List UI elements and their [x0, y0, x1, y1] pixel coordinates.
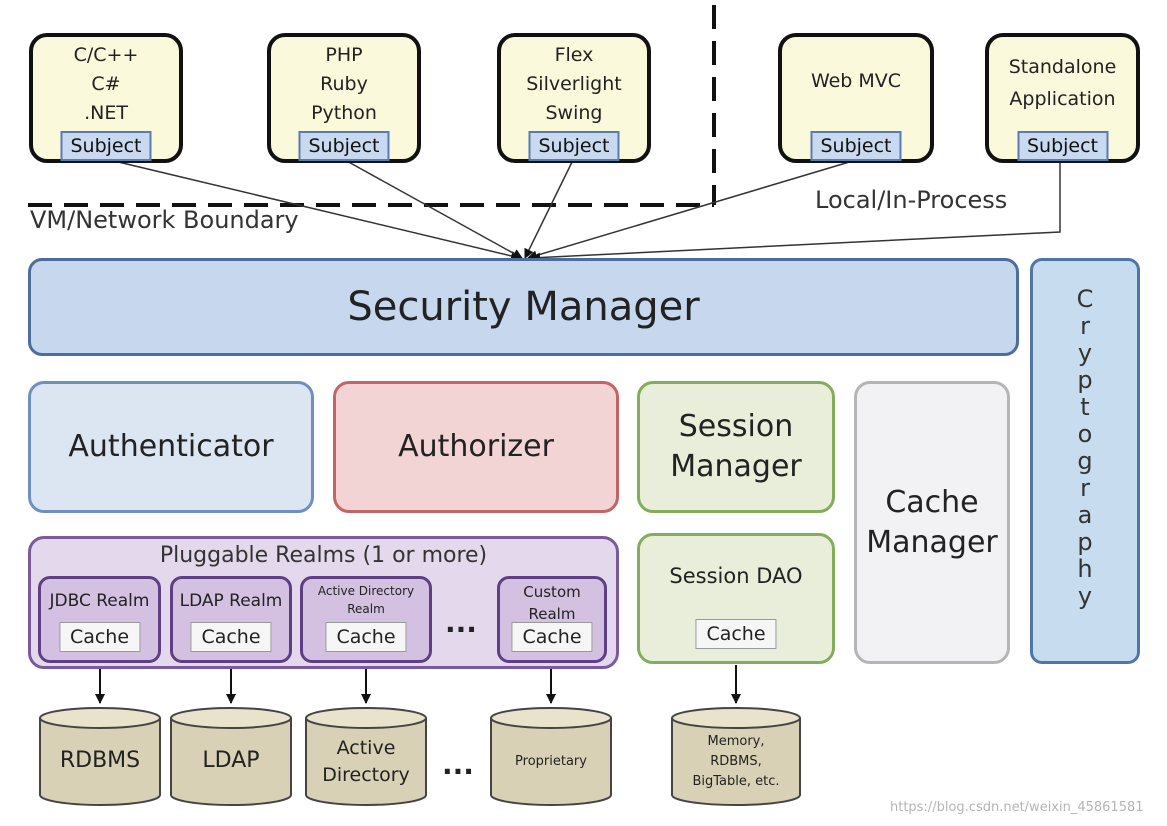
db-ldap-cylinder: [170, 707, 292, 806]
line-subject-5: [530, 160, 1061, 263]
cache-manager-label: Manager: [866, 524, 998, 560]
realm-name: Custom Realm: [523, 583, 581, 623]
authorizer: Authorizer: [333, 381, 619, 513]
client-line: Ruby: [320, 73, 368, 95]
cache-manager-label: Cache: [885, 484, 979, 520]
crypto-letter: C: [1076, 285, 1094, 313]
authenticator: Authenticator: [28, 381, 314, 513]
client-line: Python: [311, 102, 377, 124]
subject-box: Subject: [60, 131, 152, 161]
session-dao-label: Session DAO: [669, 564, 803, 588]
realm-cache: Cache: [58, 622, 141, 652]
realm-cache: Cache: [511, 622, 593, 652]
subject-box: Subject: [1016, 131, 1109, 161]
db-rdbms-cylinder: [39, 707, 161, 806]
subject-box: Subject: [298, 131, 390, 161]
db-rdbms: RDBMS: [40, 710, 160, 805]
client-flex: Flex Silverlight Swing Subject: [497, 33, 651, 163]
client-line: Web MVC: [810, 70, 902, 92]
crypto-letter: a: [1077, 501, 1093, 529]
security-manager-label: Security Manager: [347, 284, 700, 330]
line-subject-2: [344, 159, 523, 259]
db-label: Memory,: [707, 734, 765, 749]
line-subject-3: [524, 159, 574, 259]
subject-box: Subject: [810, 131, 902, 161]
session-manager-label: Manager: [670, 449, 802, 484]
db-label: Directory: [322, 764, 410, 786]
vm-network-boundary-label: VM/Network Boundary: [30, 206, 299, 234]
realm-custom: Custom Realm Cache: [497, 576, 607, 663]
client-line: Swing: [545, 102, 603, 124]
crypto-letter: r: [1080, 312, 1090, 340]
realm-cache: Cache: [325, 622, 407, 652]
client-line: Flex: [554, 44, 594, 66]
db-label: Proprietary: [515, 754, 587, 769]
client-standalone: Standalone Application Subject: [985, 33, 1140, 163]
realm-ldap: LDAP Realm Cache: [170, 576, 292, 663]
watermark: https://blog.csdn.net/weixin_45861581: [890, 800, 1144, 815]
crypto-letter: h: [1077, 555, 1093, 583]
line-subject-1: [109, 159, 521, 261]
session-manager-label: Session: [678, 409, 794, 444]
realm-name: Active Directory Realm: [317, 584, 415, 616]
db-proprietary-cylinder: [490, 707, 612, 806]
realm-jdbc: JDBC Realm Cache: [38, 576, 161, 663]
db-ellipsis: ...: [442, 748, 474, 781]
crypto-letter: o: [1077, 420, 1093, 448]
crypto-letter: p: [1077, 528, 1093, 556]
realms-ellipsis: ...: [445, 606, 477, 639]
crypto-letter: r: [1080, 474, 1090, 502]
realm-name: LDAP Realm: [179, 591, 283, 611]
pluggable-realms-title: Pluggable Realms (1 or more): [159, 543, 488, 568]
client-cpp: C/C++ C# .NET Subject: [29, 33, 183, 163]
local-in-process-label: Local/In-Process: [815, 186, 1008, 214]
client-php: PHP Ruby Python Subject: [267, 33, 421, 163]
line-subject-4: [527, 159, 857, 261]
client-line: Application: [1009, 88, 1116, 110]
realm-name: JDBC Realm: [49, 591, 150, 611]
db-label: Active: [336, 737, 396, 759]
db-ad-cylinder: [305, 707, 427, 806]
crypto-letter: p: [1077, 366, 1093, 394]
cache-manager: Cache Manager: [854, 381, 1010, 664]
db-ldap: LDAP: [171, 710, 291, 805]
crypto-letter: y: [1077, 582, 1093, 610]
authorizer-label: Authorizer: [398, 429, 554, 464]
client-line: Silverlight: [526, 73, 622, 95]
db-label: LDAP: [202, 748, 260, 773]
realm-active-directory: Active Directory Realm Cache: [300, 576, 432, 663]
subject-box: Subject: [528, 131, 620, 161]
crypto-letter: g: [1077, 447, 1093, 475]
session-dao-cache: Cache: [695, 619, 777, 649]
security-manager: Security Manager: [28, 258, 1019, 356]
crypto-letter: t: [1080, 393, 1090, 421]
db-memory: Memory, RDBMS, BigTable, etc.: [672, 710, 800, 805]
client-line: Standalone: [1008, 56, 1117, 78]
session-manager: Session Manager: [637, 381, 835, 513]
client-line: C#: [91, 73, 121, 95]
db-proprietary: Proprietary: [491, 710, 611, 805]
cryptography: C r y p t o g r a p h y: [1030, 258, 1140, 664]
client-line: C/C++: [73, 44, 139, 66]
realm-cache: Cache: [190, 622, 272, 652]
db-label: RDBMS: [59, 748, 141, 773]
client-line: PHP: [325, 44, 363, 66]
client-web-mvc: Web MVC Subject: [778, 33, 934, 163]
db-label: RDBMS,: [710, 754, 762, 769]
crypto-letter: y: [1077, 339, 1093, 367]
session-dao: Session DAO Cache: [637, 533, 835, 664]
db-memory-cylinder: [671, 707, 801, 806]
authenticator-label: Authenticator: [68, 429, 274, 464]
db-active-directory: Active Directory: [306, 710, 426, 805]
client-line: .NET: [84, 102, 128, 124]
db-label: BigTable, etc.: [692, 774, 780, 789]
